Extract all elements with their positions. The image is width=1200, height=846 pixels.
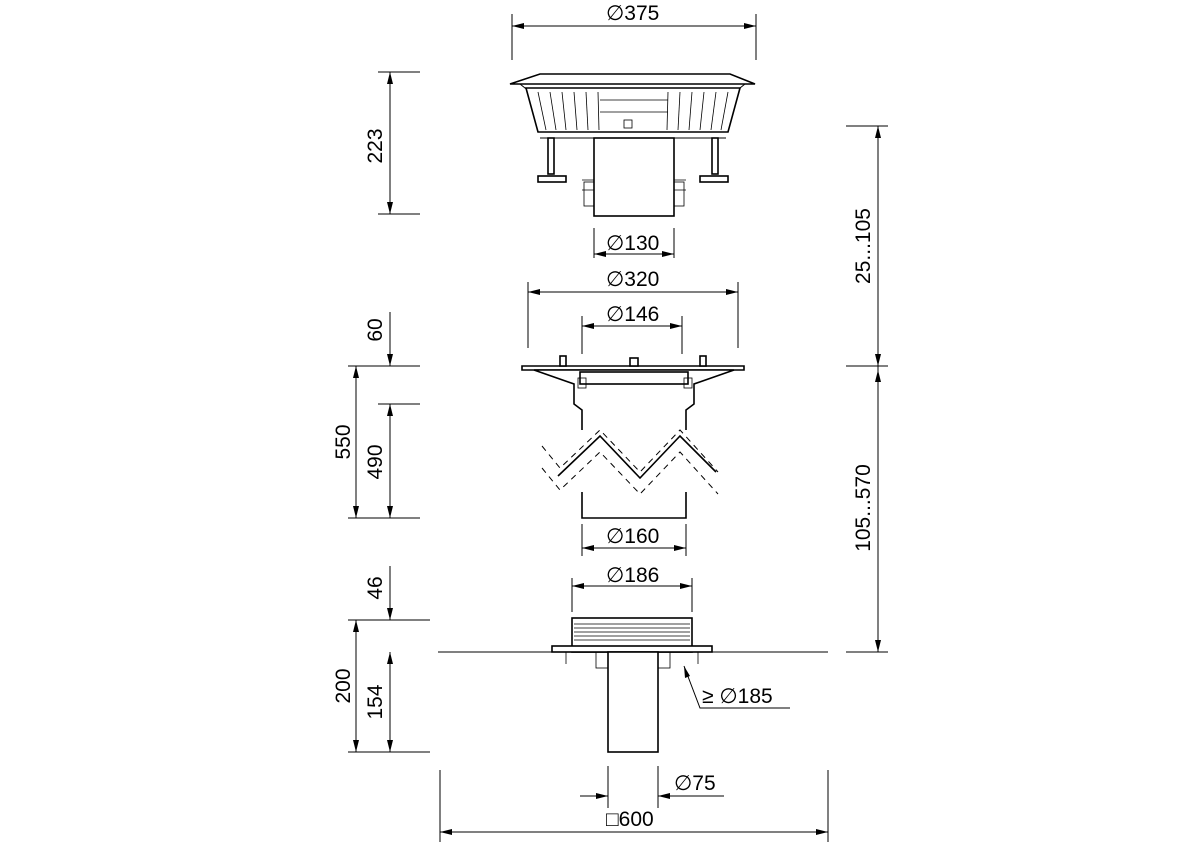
dimension-lines	[348, 14, 888, 842]
label-flange: ∅320	[606, 268, 659, 291]
middle-extension-unit	[521, 355, 745, 519]
label-base-body: 154	[364, 684, 387, 719]
label-sheet-size: □600	[606, 808, 654, 831]
label-base-diameter: ∅186	[606, 564, 659, 587]
label-pipe-mid: ∅160	[606, 525, 659, 548]
label-mid-offset: 60	[364, 318, 387, 341]
bottom-body-unit	[551, 617, 713, 753]
label-mid-total: 550	[332, 424, 355, 459]
label-adjust-lower: 105...570	[852, 464, 875, 552]
label-mid-body: 490	[364, 444, 387, 479]
label-outlet-diameter: ∅75	[674, 772, 716, 795]
label-base-offset: 46	[364, 576, 387, 599]
label-base-total: 200	[332, 668, 355, 703]
label-top-height: 223	[364, 128, 387, 163]
top-grate-unit	[509, 73, 756, 217]
label-inner-mid: ∅146	[606, 303, 659, 326]
dimension-labels: ∅375 223 25...105 ∅130 ∅320 ∅146 60 550 …	[332, 2, 875, 831]
label-top-diameter: ∅375	[606, 2, 659, 25]
label-pipe-upper: ∅130	[606, 232, 659, 255]
label-adjust-upper: 25...105	[852, 208, 875, 284]
label-hole-diameter: ≥ ∅185	[702, 685, 773, 708]
